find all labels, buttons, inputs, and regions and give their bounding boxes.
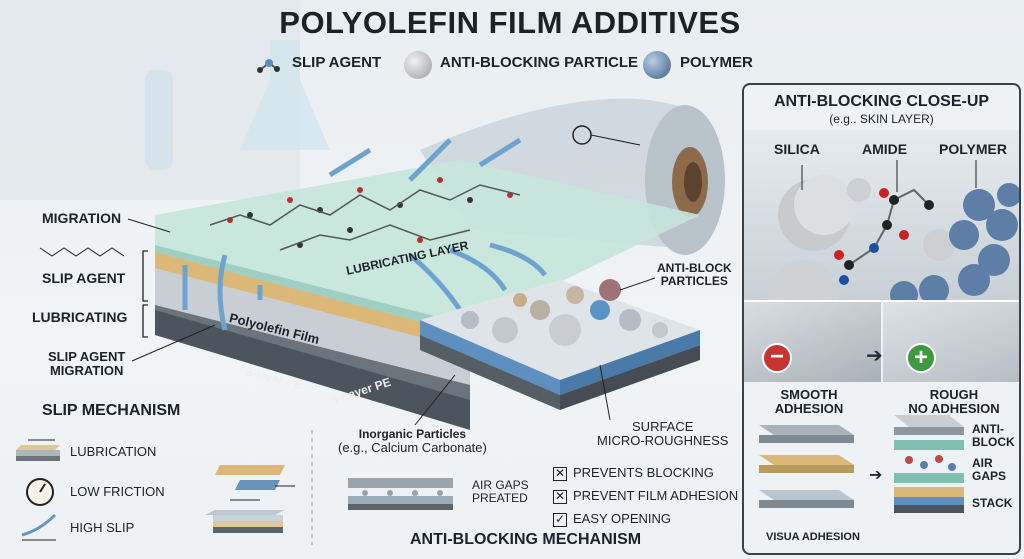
closeup-subtitle: (e.g.. SKIN LAYER)	[829, 112, 934, 126]
lubrication-item: LUBRICATION	[70, 444, 157, 459]
air-gap-stack-icon	[348, 478, 453, 510]
benefit-checklist: ✕PREVENTS BLOCKING ✕PREVENT FILM ADHESIO…	[553, 462, 738, 531]
slip-agent-molecules	[209, 177, 521, 251]
polyolefin-layer	[155, 265, 470, 385]
sliding-layers-icon	[16, 439, 60, 461]
low-friction-item: LOW FRICTION	[70, 484, 165, 499]
checklist-item: ✕PREVENTS BLOCKING	[553, 465, 714, 481]
checklist-item: ✕PREVENT FILM ADHESION	[553, 488, 739, 504]
slip-arrow-icon	[21, 513, 57, 541]
visual-adhesion-label: VISUA ADHESION	[766, 531, 860, 543]
slip-layers-illustration	[205, 465, 295, 533]
inorganic-particles-label: Inorganic Particles(e.g., Calcium Carbon…	[338, 427, 487, 456]
molecule-icon	[255, 55, 281, 75]
legend-anti-blocking-particle: ANTI-BLOCKING PARTICLE	[440, 54, 639, 71]
legend-polymer: POLYMER	[680, 54, 753, 71]
polymer-label: POLYMER	[939, 141, 1007, 157]
gauge-icon	[26, 478, 54, 506]
blue-sphere-icon	[643, 51, 671, 79]
migration-label: MIGRATION	[42, 210, 122, 226]
svg-text:➔: ➔	[869, 467, 882, 484]
page-title: POLYOLEFIN FILM ADDITIVES	[279, 5, 741, 40]
rough-film-image	[883, 300, 1019, 382]
stack-label: STACK	[972, 496, 1013, 510]
anti-blocking-mechanism-title: ANTI-BLOCKING MECHANISM	[410, 531, 642, 548]
plus-icon: +	[906, 343, 936, 373]
checklist-item: ✓EASY OPENING	[553, 511, 672, 527]
amide-label: AMIDE	[862, 141, 908, 157]
grey-sphere-icon	[404, 51, 432, 79]
stack-illustrations: ➔	[759, 415, 964, 513]
legend-slip-agent: SLIP AGENT	[292, 54, 382, 71]
pe-layer	[155, 305, 470, 430]
migration-arrows	[182, 137, 547, 331]
slip-agent-label: SLIP AGENT	[42, 270, 126, 286]
minus-icon: −	[762, 343, 792, 373]
slip-mechanism-title: SLIP MECHANISM	[42, 402, 181, 419]
molecular-closeup-image	[744, 130, 1019, 300]
high-slip-item: HIGH SLIP	[70, 520, 135, 535]
check-box-icon: ✓	[553, 511, 567, 527]
anti-block-particles	[461, 279, 668, 346]
lubricating-label: LUBRICATING	[32, 309, 128, 325]
x-box-icon: ✕	[553, 465, 567, 481]
closeup-title: ANTI-BLOCKING CLOSE-UP	[773, 93, 990, 110]
arrow-right-icon: ➔	[866, 345, 883, 367]
anti-blocking-closeup-panel: ANTI-BLOCKING CLOSE-UP (e.g.. SKIN LAYER…	[742, 83, 1021, 555]
silica-label: SILICA	[774, 141, 820, 157]
anti-block-stack-label: ANTI-BLOCK	[972, 422, 1015, 450]
x-box-icon: ✕	[553, 488, 567, 504]
